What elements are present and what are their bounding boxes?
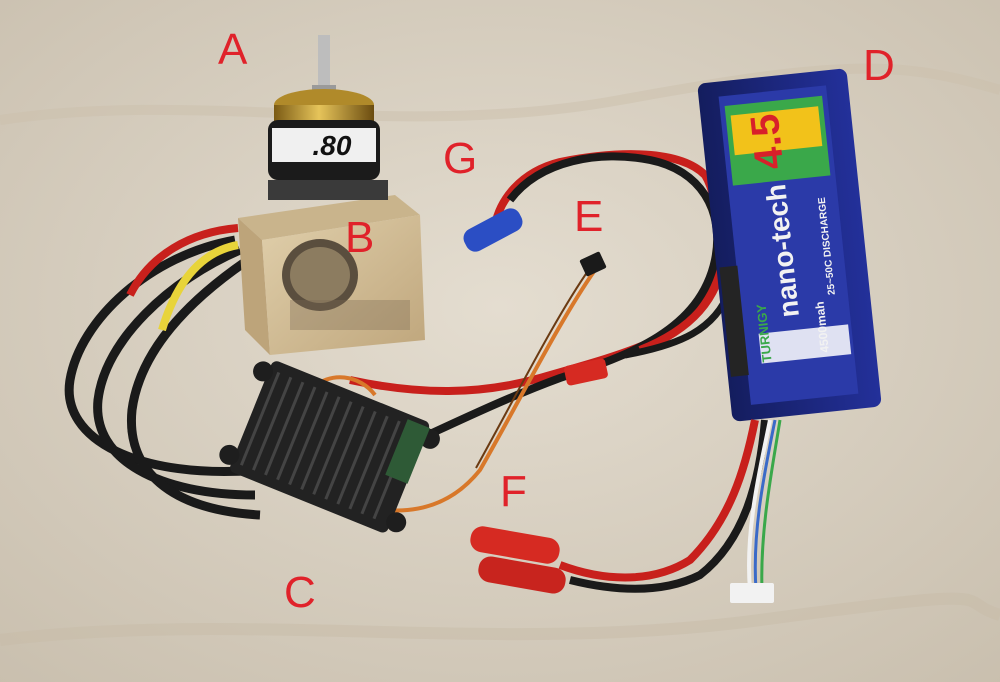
battery-capacity-text: 4500mah [813,301,832,354]
label-f: F [500,467,527,516]
wooden-motor-mount [238,195,425,355]
battery-bullet-connector [470,526,560,564]
motor-wire-colored [126,224,239,297]
blue-bullet-connector [463,208,523,252]
lipo-battery-pack: 4.5 nano-tech TURNIGY 4500mah 25~50C DIS… [697,68,882,422]
battery-rating-text: 4.5 [743,112,793,172]
brushless-motor: .80 [268,35,388,200]
label-g: G [443,134,478,183]
battery-lead-red [558,419,759,582]
cloth-fold [0,592,1000,646]
motor-wire-colored [158,241,239,332]
cloth-fold [0,63,1000,125]
battery-bullet-connector [478,556,566,594]
battery-brand-text: TURNIGY [754,303,775,363]
servo-plug [579,251,607,277]
esc-power-wire-black [393,152,722,454]
balance-lead [753,419,777,591]
balance-plug [730,583,774,603]
balance-lead [747,419,772,591]
label-a: A [218,25,248,74]
label-d: D [863,41,895,90]
label-b: B [345,213,375,262]
label-c: C [284,568,316,617]
deans-connector [564,358,608,386]
motor-model-text: .80 [313,130,352,161]
motor-wire-black [126,258,261,520]
balance-lead [760,419,782,591]
esc-speed-controller [219,361,440,533]
label-e: E [574,192,604,241]
motor-wire-black [64,235,261,477]
servo-lead-dark [475,267,591,469]
